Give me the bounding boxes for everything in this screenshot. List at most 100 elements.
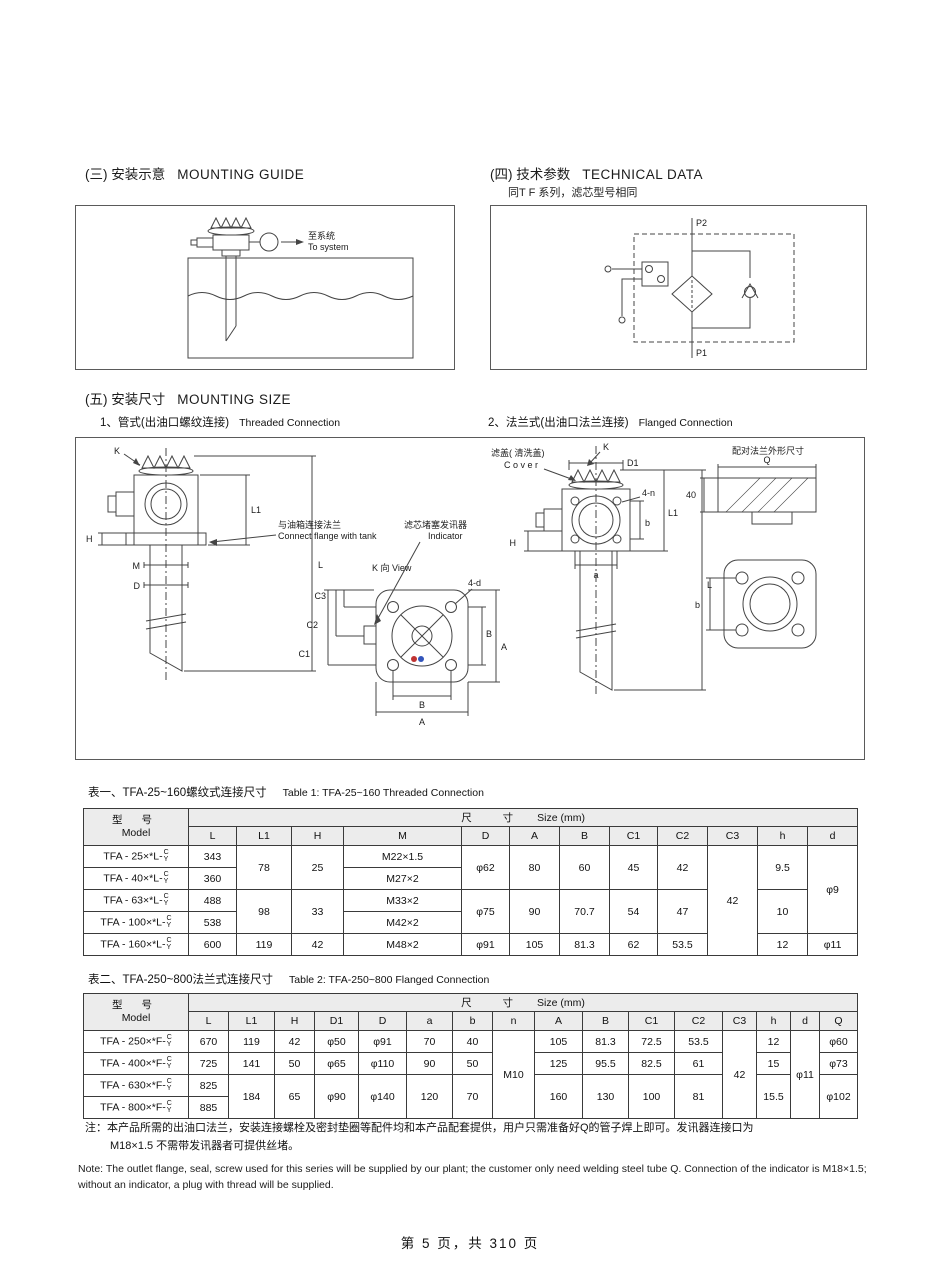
dim-cell: 53.5 [674, 1030, 723, 1053]
column-header: C3 [722, 1011, 757, 1031]
dim-cell: 42 [657, 845, 708, 890]
k-arrow-icon [133, 458, 140, 466]
size-header-zh: 尺 寸 [461, 997, 528, 1009]
technical-data-subtitle: 同T F 系列，滤芯型号相同 [508, 187, 638, 199]
column-header: B [559, 826, 610, 846]
dim-cell: 670 [188, 1030, 229, 1053]
column-header: L1 [228, 1011, 275, 1031]
dim-cell: 343 [188, 845, 237, 868]
dim-cell: 12 [756, 1030, 791, 1053]
to-system-label-zh: 至系统 [308, 230, 335, 241]
model-column-header: 型 号 Model [83, 808, 189, 846]
dim-cell: 42 [722, 1030, 757, 1119]
column-header: H [291, 826, 344, 846]
page-number: 第 5 页，共 310 页 [400, 1236, 540, 1251]
model-column-header: 型 号 Model [83, 993, 189, 1031]
dim-cell: 538 [188, 911, 237, 934]
dim-label-c1: C1 [298, 649, 310, 659]
table2-title-zh: 表二、TFA-250~800法兰式连接尺寸 [88, 974, 274, 986]
section-title-en: MOUNTING GUIDE [177, 167, 305, 182]
model-header-en: Model [121, 1012, 151, 1024]
dim-cell: φ60 [818, 1030, 859, 1053]
dim-cell: 45 [609, 845, 658, 890]
dim-cell: φ102 [818, 1074, 859, 1119]
column-header: C2 [674, 1011, 723, 1031]
table1-title-zh: 表一、TFA-25~160螺纹式连接尺寸 [88, 787, 267, 799]
dim-cell: 50 [274, 1052, 315, 1075]
dim-cell: 885 [188, 1096, 229, 1119]
dim-cell: 81 [674, 1074, 723, 1119]
mounting-guide-box: 至系统 To system [75, 205, 455, 370]
dim-cell: 141 [228, 1052, 275, 1075]
dim-cell: 488 [188, 889, 237, 912]
dim-cell: 72.5 [628, 1030, 675, 1053]
technical-data-box: P2 P1 [490, 205, 867, 370]
dim-cell: 105 [509, 933, 560, 956]
dim-cell: φ140 [358, 1074, 407, 1119]
dim-label-b2: b [645, 518, 650, 528]
model-text: TFA - 800×*F- [100, 1101, 166, 1114]
dim-cell: 98 [236, 889, 292, 934]
mounting-guide-drawing: 至系统 To system [187, 216, 414, 359]
dim-cell: 105 [534, 1030, 583, 1053]
dim-cell: 825 [188, 1074, 229, 1097]
dim-cell: M22×1.5 [343, 845, 462, 868]
column-header: A [509, 826, 560, 846]
subhead-en: Flanged Connection [638, 417, 733, 429]
dim-label-d1: D1 [627, 458, 639, 468]
dim-cell: 70 [406, 1030, 453, 1053]
dim-label-l1-2: L1 [668, 508, 678, 518]
dim-cell: φ90 [314, 1074, 359, 1119]
dim-cell: 42 [707, 845, 758, 956]
dim-cell: 60 [559, 845, 610, 890]
dim-cell: φ73 [818, 1052, 859, 1075]
column-header: a [406, 1011, 453, 1031]
to-system-label-en: To system [308, 242, 349, 252]
note-zh-line1: 注：本产品所需的出油口法兰，安装连接螺栓及密封垫圈等配件均和本产品配套提供，用户… [85, 1122, 754, 1134]
column-header: d [790, 1011, 820, 1031]
dim-cell: 61 [674, 1052, 723, 1075]
note-en-line2: without an indicator, a plug with thread… [78, 1179, 334, 1191]
dim-cell: 9.5 [757, 845, 808, 890]
column-header: D [461, 826, 510, 846]
mounting-size-box: K L1 H M D L 与油箱连接法兰 Connect flange with… [75, 437, 865, 760]
model-text: TFA - 630×*F- [100, 1079, 166, 1092]
model-text: TFA - 400×*F- [100, 1057, 166, 1070]
dim-cell: 119 [228, 1030, 275, 1053]
column-header: C1 [628, 1011, 675, 1031]
indicator-label-zh: 滤芯堵塞发讯器 [404, 519, 467, 530]
dim-cell: φ65 [314, 1052, 359, 1075]
dim-cell: 15 [756, 1052, 791, 1075]
dim-cell: 82.5 [628, 1052, 675, 1075]
dim-cell: M48×2 [343, 933, 462, 956]
to-system-arrow-icon [296, 239, 304, 245]
dim-label-b-right: B [486, 629, 492, 639]
dim-label-4d: 4-d [468, 578, 481, 588]
mating-flange-drawing [700, 464, 817, 649]
column-header: M [343, 826, 462, 846]
dim-cell: 53.5 [657, 933, 708, 956]
dim-cell: 100 [628, 1074, 675, 1119]
cover-label-en: C o v e r [504, 460, 538, 470]
dim-label-a-bottom: A [419, 717, 425, 727]
dim-label-4n: 4-n [642, 488, 655, 498]
dim-cell: 78 [236, 845, 292, 890]
threaded-filter-drawing [98, 448, 421, 683]
